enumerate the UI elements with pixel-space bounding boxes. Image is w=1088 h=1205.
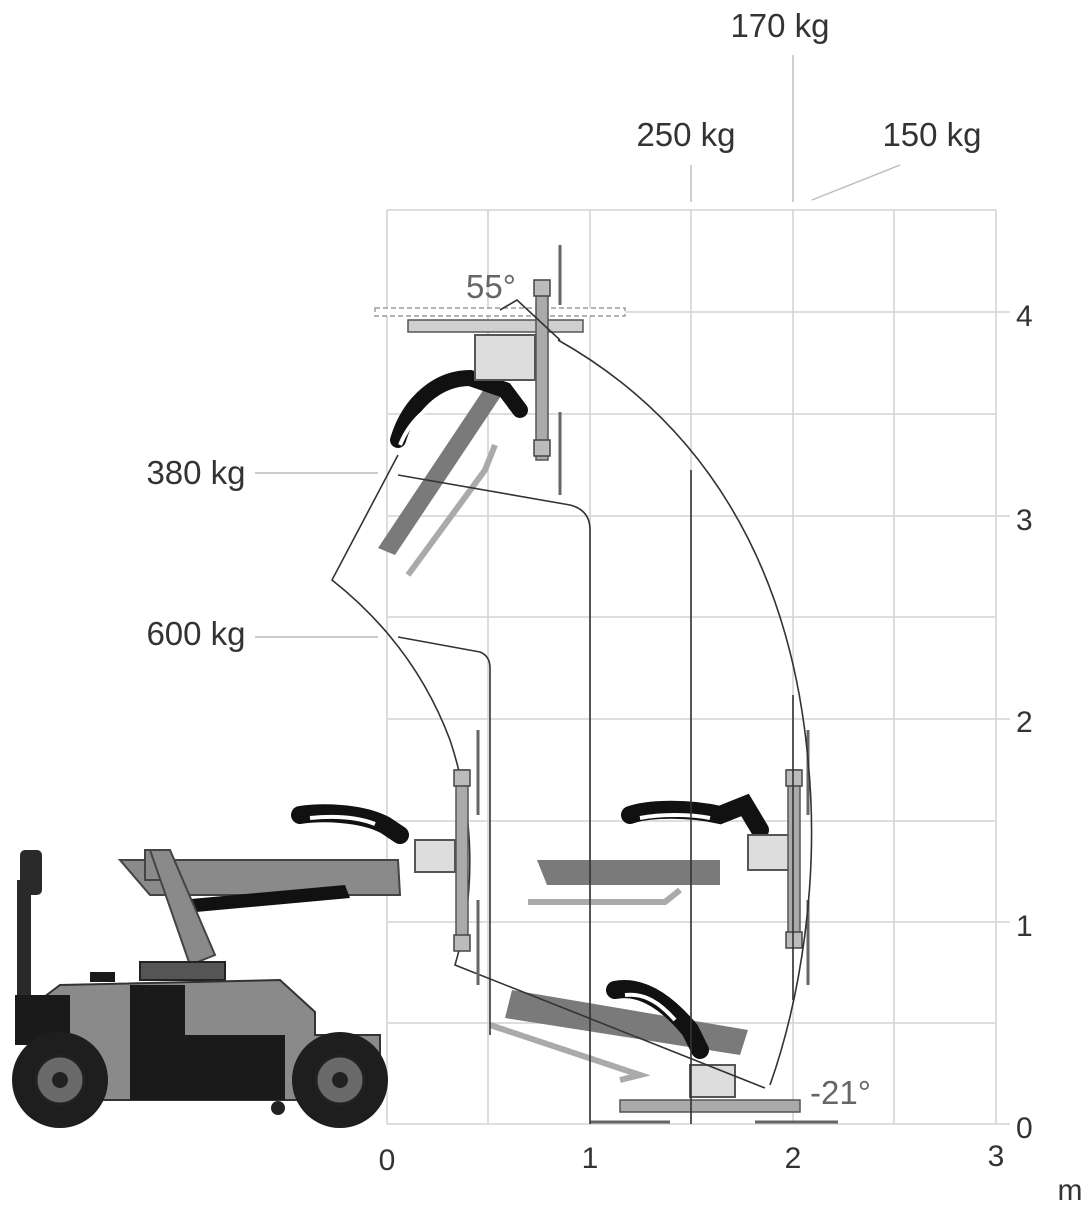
y-tick-4: 4 <box>1016 300 1033 333</box>
boom-lower-position <box>489 980 838 1124</box>
angle-max-label: 55° <box>466 268 516 305</box>
machine-with-boom <box>12 730 480 1128</box>
load-label-170kg: 170 kg <box>730 7 829 44</box>
x-tick-2: 2 <box>785 1142 802 1175</box>
boom-mid-right-position <box>528 730 810 985</box>
load-label-380kg: 380 kg <box>146 454 245 491</box>
x-tick-1: 1 <box>582 1142 599 1175</box>
x-tick-0: 0 <box>379 1144 396 1177</box>
load-label-600kg: 600 kg <box>146 615 245 652</box>
angle-min-label: -21° <box>810 1074 871 1111</box>
y-tick-1: 1 <box>1016 910 1033 943</box>
load-leader-lines <box>255 55 901 638</box>
x-tick-3: 3 <box>988 1140 1005 1173</box>
y-tick-2: 2 <box>1016 706 1033 739</box>
y-tick-3: 3 <box>1016 504 1033 537</box>
x-axis-unit: m <box>1058 1174 1083 1205</box>
boom-upper-position <box>374 245 626 577</box>
load-label-150kg: 150 kg <box>882 116 981 153</box>
load-label-250kg: 250 kg <box>636 116 735 153</box>
y-tick-0: 0 <box>1016 1112 1033 1145</box>
